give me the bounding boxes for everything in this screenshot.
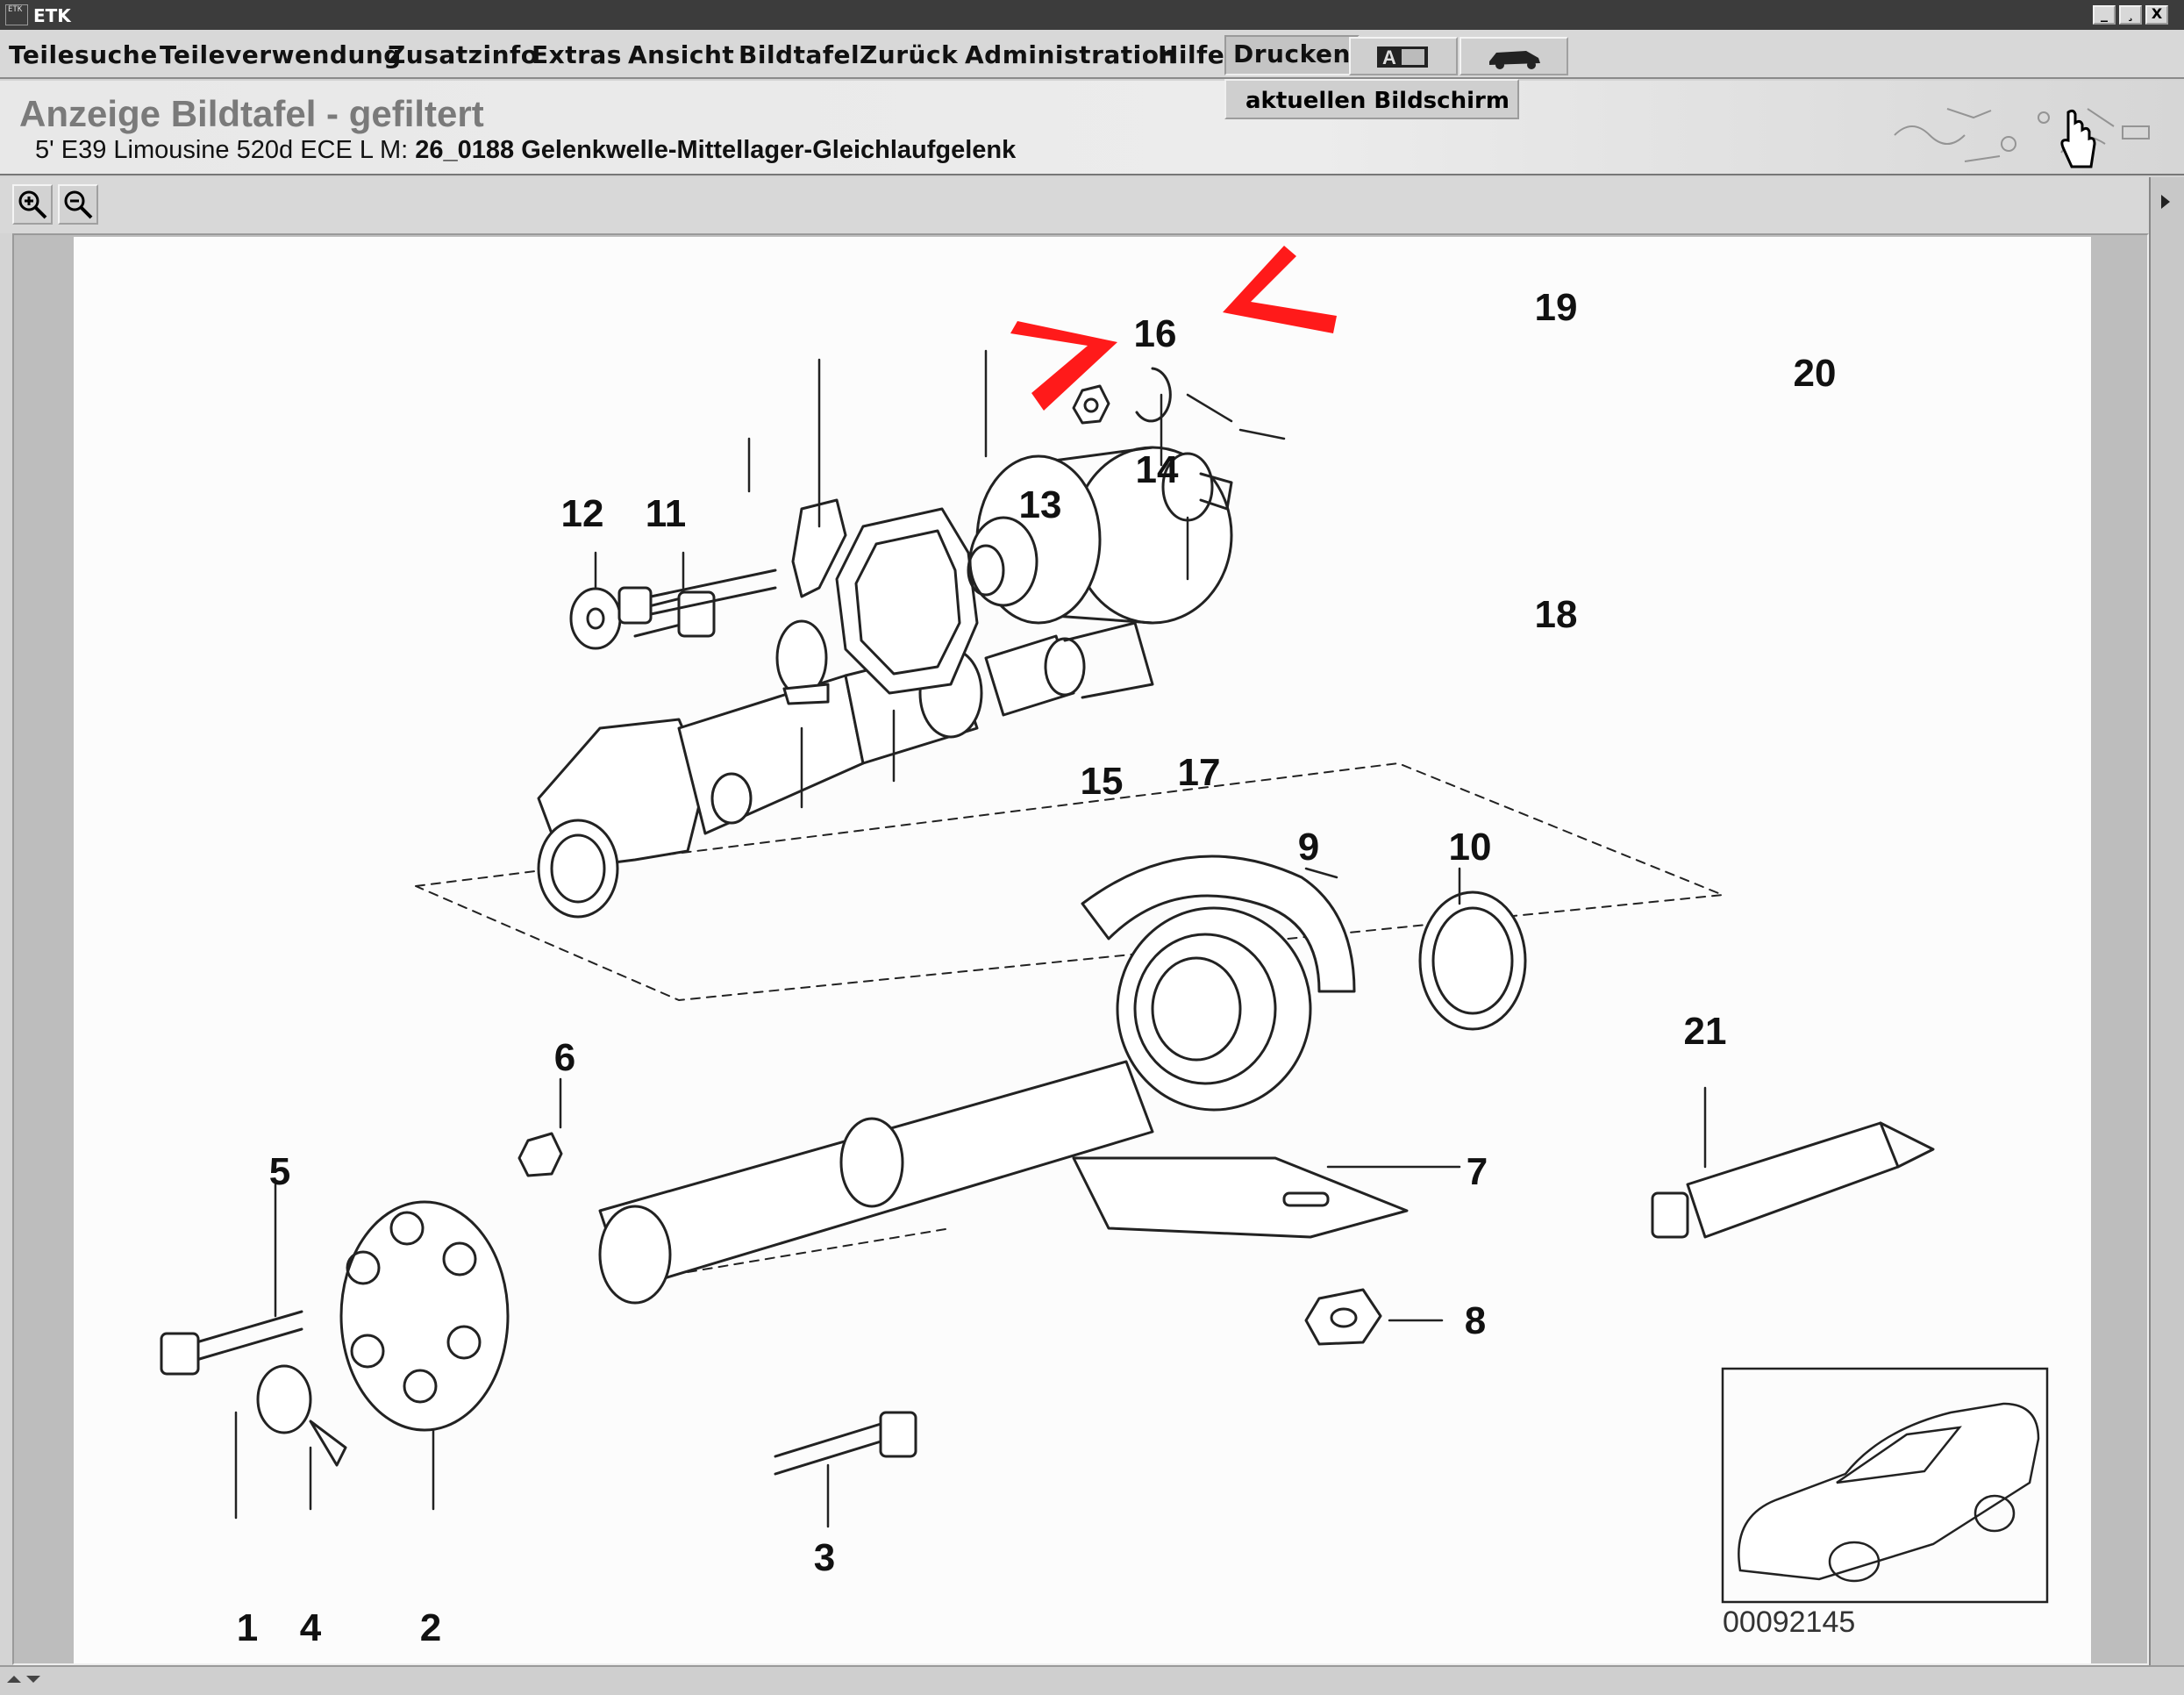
zoom-toolbar (0, 177, 2149, 233)
heat-shield-9 (1081, 855, 1356, 993)
bolt-3 (774, 1420, 891, 1476)
menu-administration[interactable]: Administration (965, 40, 1177, 69)
label-14: 14 (1136, 448, 1179, 491)
label-10: 10 (1449, 826, 1492, 869)
menu-bar: Teilesuche Teileverwendung Zusatzinfo Ex… (0, 30, 2184, 79)
car-icon (1489, 51, 1540, 69)
label-9: 9 (1298, 826, 1319, 869)
parts-diagram[interactable]: 16 19 20 14 13 12 11 18 15 17 9 10 21 6 … (74, 237, 2091, 1663)
label-1: 1 (237, 1606, 258, 1649)
svg-text:A: A (1382, 46, 1396, 68)
red-marker-left-icon (1010, 321, 1117, 411)
label-13: 13 (1019, 483, 1062, 526)
label-7: 7 (1467, 1150, 1488, 1193)
bolt-13 (617, 586, 653, 625)
bolt-5 (195, 1310, 303, 1362)
label-8: 8 (1465, 1299, 1486, 1342)
a-ab-icon: A (1377, 46, 1428, 68)
vehicle-breadcrumb: 5' E39 Limousine 520d ECE L M: 26_0188 G… (35, 136, 1016, 165)
print-dropdown-item[interactable]: aktuellen Bildschirm (1224, 79, 1519, 119)
flex-disc-2 (339, 1200, 510, 1432)
header-band: Anzeige Bildtafel - gefiltert 5' E39 Lim… (0, 81, 2184, 175)
zoom-out-icon (64, 190, 93, 219)
label-5: 5 (269, 1150, 290, 1193)
label-17: 17 (1178, 751, 1221, 794)
label-3: 3 (814, 1536, 835, 1579)
close-button[interactable]: X (2145, 5, 2168, 25)
scroll-right-arrow-icon[interactable] (2151, 177, 2182, 230)
label-19: 19 (1535, 286, 1578, 329)
hand-cursor-icon (2060, 109, 2096, 168)
zoom-in-button[interactable] (12, 184, 53, 225)
menu-zusatzinfo[interactable]: Zusatzinfo (388, 40, 539, 69)
label-16: 16 (1134, 312, 1177, 355)
horizontal-scrollbar[interactable] (0, 1665, 2184, 1695)
exploded-view-svg: 16 19 20 14 13 12 11 18 15 17 9 10 21 6 … (160, 246, 2049, 1649)
menu-zurueck[interactable]: Zurück (860, 40, 959, 69)
seal-10 (1418, 890, 1527, 1031)
label-4: 4 (300, 1606, 322, 1649)
upper-shaft-assembly (537, 621, 1154, 919)
menu-bildtafel[interactable]: Bildtafel (739, 40, 860, 69)
label-2: 2 (420, 1606, 441, 1649)
vehicle-model: 5' E39 Limousine 520d ECE L M: (35, 136, 416, 164)
vertical-scrollbar[interactable] (2149, 177, 2184, 1665)
sleeve-1 (256, 1364, 312, 1434)
window-title: ETK (33, 5, 71, 26)
washer-12 (569, 587, 622, 650)
nut-19 (1072, 384, 1110, 425)
image-number: 00092145 (1723, 1606, 1855, 1639)
clamp-15 (775, 619, 828, 697)
menu-extras[interactable]: Extras (532, 40, 622, 69)
menu-teilesuche[interactable]: Teilesuche (9, 40, 158, 69)
menu-hilfe[interactable]: Hilfe (1158, 40, 1225, 69)
plate-14 (791, 498, 847, 598)
page-title: Anzeige Bildtafel - gefiltert (19, 93, 484, 134)
red-marker-right-icon (1223, 246, 1337, 333)
main-group: 26_0188 Gelenkwelle-Mittellager-Gleichla… (415, 136, 1017, 164)
menu-drucken[interactable]: Drucken (1224, 35, 1360, 75)
nut-8 (1304, 1288, 1382, 1346)
nut-6 (517, 1132, 563, 1177)
header-decoration-icon (1894, 108, 2150, 168)
label-12: 12 (561, 492, 604, 535)
label-11: 11 (646, 492, 687, 535)
restore-button[interactable]: ¸ (2119, 5, 2142, 25)
nut-4 (309, 1420, 347, 1467)
circlip-20 (1135, 367, 1172, 423)
zoom-out-button[interactable] (58, 184, 98, 225)
minimize-button[interactable]: _ (2093, 5, 2116, 25)
center-bearing-7 (1116, 906, 1312, 1112)
menu-teileverwendung[interactable]: Teileverwendung (160, 40, 402, 69)
title-bar: ETK ETK _ ¸ X (0, 0, 2184, 30)
car-view-button[interactable] (1460, 37, 1568, 75)
menu-ansicht[interactable]: Ansicht (628, 40, 735, 69)
label-18: 18 (1535, 593, 1578, 636)
grease-tube-21 (1686, 1121, 1900, 1239)
zoom-in-icon (18, 190, 47, 219)
a-ab-button[interactable]: A (1349, 37, 1458, 75)
label-21: 21 (1684, 1010, 1727, 1053)
app-logo-icon: ETK (5, 4, 28, 25)
vehicle-thumbnail (1721, 1367, 2049, 1604)
label-15: 15 (1081, 760, 1124, 803)
scroll-arrows-icon[interactable] (0, 1667, 53, 1693)
label-20: 20 (1794, 352, 1837, 395)
label-6: 6 (554, 1036, 575, 1079)
red-marker-group (1010, 246, 1337, 411)
